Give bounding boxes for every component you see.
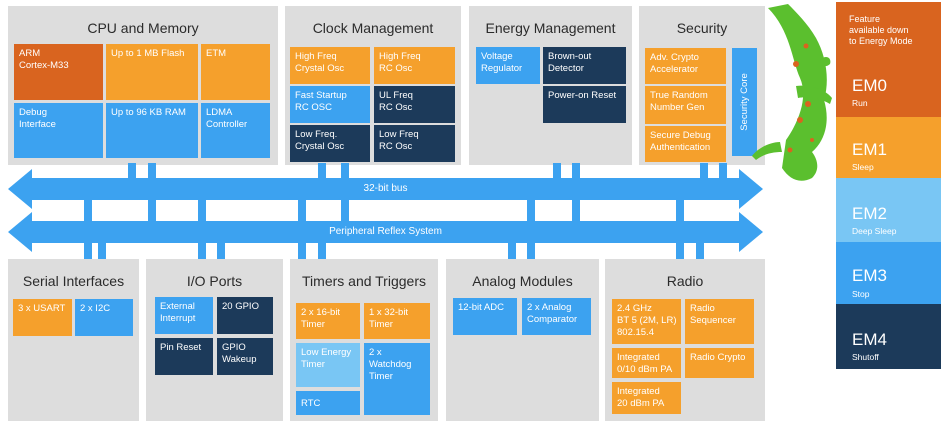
block-brown-out-detector: Brown-out Detector <box>543 47 626 84</box>
em-name: EM3 <box>852 266 887 285</box>
block-16-bit-timer: 2 x 16-bit Timer <box>296 303 360 339</box>
legend-header-text: Feature available down to Energy Mode <box>849 14 913 46</box>
panel-title: Timers and Triggers <box>302 273 426 289</box>
block-fast-startup-rc-osc: Fast Startup RC OSC <box>290 86 370 123</box>
clock-management-panel: Clock Management High Freq Crystal Osc H… <box>285 6 461 165</box>
em-desc: Sleep <box>852 162 874 172</box>
block-radio-crypto: Radio Crypto <box>685 348 754 378</box>
analog-modules-panel: Analog Modules 12-bit ADC 2 x Analog Com… <box>446 259 599 421</box>
panel-title: Energy Management <box>485 20 616 36</box>
em-desc: Deep Sleep <box>852 226 897 236</box>
block-gpio-wakeup: GPIO Wakeup <box>217 338 273 375</box>
em-desc: Shutoff <box>852 352 879 362</box>
security-panel: Security Adv. Crypto Accelerator True Ra… <box>639 6 765 165</box>
block-integrated-20dbm-pa: Integrated 20 dBm PA <box>612 382 681 414</box>
legend-header: Feature available down to Energy Mode <box>836 2 941 60</box>
connector <box>719 163 727 181</box>
block-watchdog-timer: 2 x Watchdog Timer <box>364 343 430 415</box>
block-ram: Up to 96 KB RAM <box>106 103 198 158</box>
block-true-random-number-gen: True Random Number Gen <box>645 86 726 124</box>
block-20-gpio: 20 GPIO <box>217 297 273 334</box>
32-bit-bus-arrow <box>8 169 763 209</box>
block-debug-interface: Debug Interface <box>14 103 103 158</box>
block-voltage-regulator: Voltage Regulator <box>476 47 540 84</box>
block-2-4ghz-bt5: 2.4 GHz BT 5 (2M, LR) 802.15.4 <box>612 299 681 344</box>
peripheral-reflex-system-label: Peripheral Reflex System <box>329 226 442 237</box>
connector <box>318 163 326 181</box>
block-secure-debug-authentication: Secure Debug Authentication <box>645 126 726 162</box>
energy-mode-legend: Feature available down to Energy Mode EM… <box>836 2 941 419</box>
timers-triggers-panel: Timers and Triggers 2 x 16-bit Timer 1 x… <box>290 259 438 421</box>
cpu-memory-panel: CPU and Memory ARM Cortex-M33 Up to 1 MB… <box>8 6 278 165</box>
panel-title: Serial Interfaces <box>22 273 125 289</box>
block-flash: Up to 1 MB Flash <box>106 44 198 100</box>
block-ldma-controller: LDMA Controller <box>201 103 270 158</box>
energy-management-panel: Energy Management Voltage Regulator Brow… <box>469 6 632 165</box>
block-analog-comparator: 2 x Analog Comparator <box>522 298 591 335</box>
connector <box>696 238 704 262</box>
block-usart: 3 x USART <box>13 299 72 336</box>
block-ul-freq-rc-osc: UL Freq RC Osc <box>374 86 455 123</box>
block-pin-reset: Pin Reset <box>155 338 213 375</box>
block-lf-rc-osc: Low Freq RC Osc <box>374 125 455 162</box>
panel-title: Analog Modules <box>472 273 573 289</box>
block-12-bit-adc: 12-bit ADC <box>453 298 517 335</box>
connector <box>553 163 561 181</box>
connector <box>128 163 136 181</box>
em-name: EM0 <box>852 76 887 95</box>
block-power-on-reset: Power-on Reset <box>543 86 626 123</box>
io-ports-panel: I/O Ports External Interrupt 20 GPIO Pin… <box>146 259 283 421</box>
block-hf-crystal-osc: High Freq Crystal Osc <box>290 47 370 84</box>
peripheral-reflex-system-arrow <box>8 212 763 252</box>
block-security-core: Security Core <box>732 48 757 156</box>
block-hf-rc-osc: High Freq RC Osc <box>374 47 455 84</box>
em-desc: Run <box>852 98 868 108</box>
block-32-bit-timer: 1 x 32-bit Timer <box>364 303 430 339</box>
block-arm-cortex-m33: ARM Cortex-M33 <box>14 44 103 100</box>
connector <box>318 238 326 262</box>
em-desc: Stop <box>852 289 870 299</box>
serial-interfaces-panel: Serial Interfaces 3 x USART 2 x I2C <box>8 259 139 421</box>
block-adv-crypto-accelerator: Adv. Crypto Accelerator <box>645 48 726 84</box>
block-lf-crystal-osc: Low Freq. Crystal Osc <box>290 125 370 162</box>
panel-title: Radio <box>666 273 704 289</box>
block-integrated-0-10dbm-pa: Integrated 0/10 dBm PA <box>612 348 681 378</box>
block-i2c: 2 x I2C <box>75 299 133 336</box>
block-rtc: RTC <box>296 391 360 415</box>
connector <box>98 238 106 262</box>
32-bit-bus-label: 32-bit bus <box>363 183 408 194</box>
radio-panel: Radio 2.4 GHz BT 5 (2M, LR) 802.15.4 Rad… <box>605 259 765 421</box>
panel-title: Security <box>676 20 728 36</box>
em3-row: EM3 Stop <box>836 242 941 304</box>
panel-title: CPU and Memory <box>87 20 199 36</box>
panel-title: Clock Management <box>312 20 434 36</box>
em-name: EM2 <box>852 204 887 223</box>
block-radio-sequencer: Radio Sequencer <box>685 299 754 344</box>
block-low-energy-timer: Low Energy Timer <box>296 343 360 387</box>
em2-row: EM2 Deep Sleep <box>836 178 941 242</box>
connector <box>700 163 708 181</box>
connector <box>508 238 516 262</box>
em-name: EM1 <box>852 140 887 159</box>
em4-row: EM4 Shutoff <box>836 304 941 369</box>
panel-title: I/O Ports <box>186 273 243 289</box>
connector <box>217 238 225 262</box>
em-name: EM4 <box>852 330 887 349</box>
em1-row: EM1 Sleep <box>836 117 941 178</box>
em0-row: EM0 Run <box>836 60 941 117</box>
block-external-interrupt: External Interrupt <box>155 297 213 334</box>
block-etm: ETM <box>201 44 270 100</box>
